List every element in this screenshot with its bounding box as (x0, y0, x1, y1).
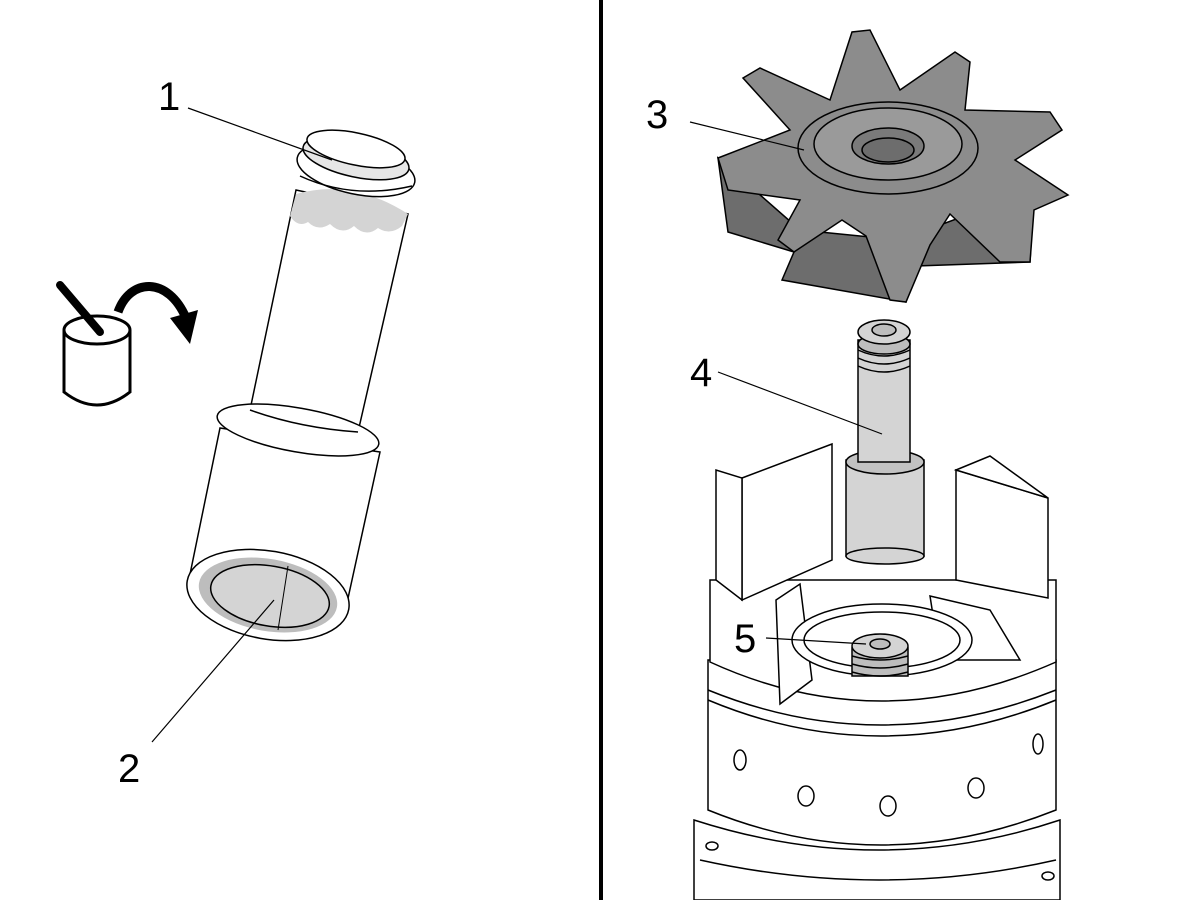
pump-housing (693, 442, 1061, 900)
callout-5: 5 (734, 617, 867, 661)
svg-text:1: 1 (158, 75, 180, 119)
callout-2: 2 (118, 599, 275, 791)
drive-shaft (845, 319, 925, 565)
impeller-gear (716, 29, 1070, 303)
svg-text:2: 2 (118, 747, 140, 791)
apply-arrow-icon (113, 282, 198, 344)
svg-text:3: 3 (646, 93, 668, 137)
callout-1: 1 (158, 75, 333, 161)
callout-4: 4 (690, 351, 883, 435)
svg-text:4: 4 (690, 351, 712, 395)
grease-pot-icon (56, 281, 132, 407)
callout-3: 3 (646, 93, 805, 151)
shaft-tube (186, 129, 416, 642)
svg-text:5: 5 (734, 617, 756, 661)
